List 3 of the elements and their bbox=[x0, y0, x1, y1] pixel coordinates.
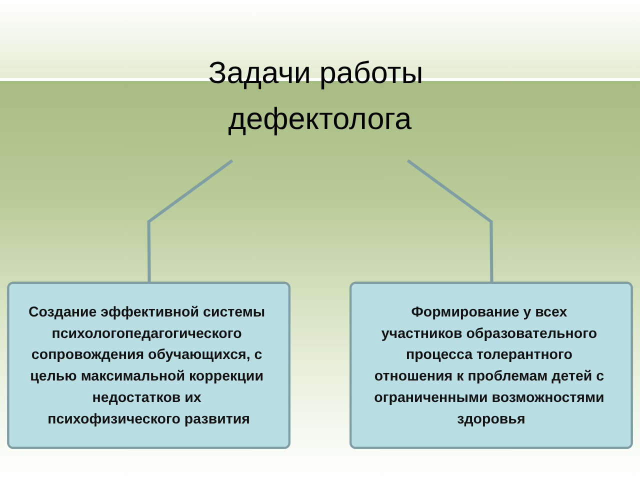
connector bbox=[406, 159, 494, 284]
connector bbox=[147, 159, 234, 284]
node-text: Задачи работы дефектолога bbox=[208, 56, 424, 136]
